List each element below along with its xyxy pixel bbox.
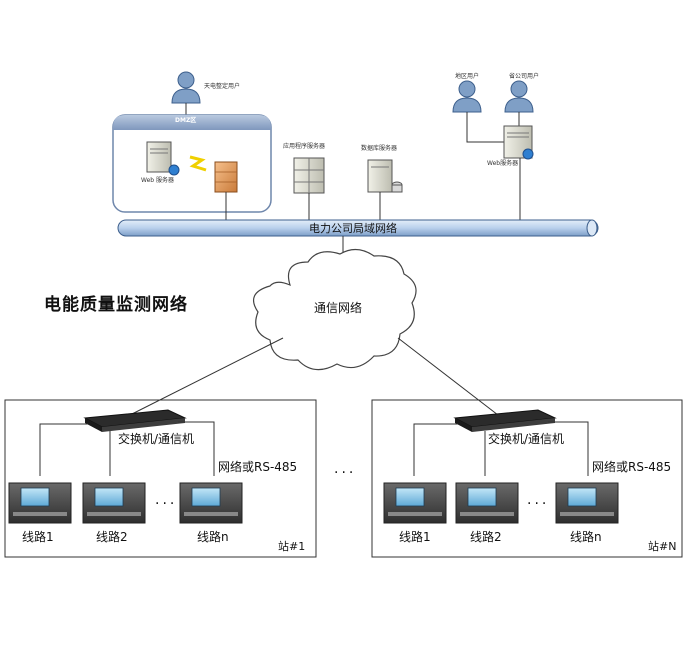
- diagram-title: 电能质量监测网络: [44, 295, 188, 315]
- user-company-icon: [504, 80, 534, 113]
- station1-linen-label: 线路n: [197, 530, 229, 544]
- app-server-icon: [293, 157, 325, 194]
- stationN-line1-link: [413, 423, 458, 476]
- stationN-switch-icon: [453, 409, 557, 432]
- station1-box: [4, 399, 317, 558]
- cloud-stationN-link: [397, 337, 499, 416]
- stationN-linen-label: 线路n: [570, 530, 602, 544]
- station1-devicen-icon: [179, 482, 243, 524]
- lan-bus-label: 电力公司局域网络: [309, 222, 397, 235]
- db-server-label: 数据库服务器: [361, 145, 398, 152]
- stationN-device-ellipsis: ···: [527, 496, 550, 512]
- between-stations-ellipsis: ···: [334, 465, 357, 481]
- stationN-line1-label: 线路1: [399, 530, 431, 544]
- web-server-right-icon: [503, 125, 534, 160]
- station1-linen-link: [178, 421, 215, 476]
- web-server-right-label: Web服务器: [487, 160, 519, 167]
- firewall-icon: [214, 161, 238, 193]
- cloud-station1-link: [129, 337, 284, 416]
- station1-line2-label: 线路2: [96, 530, 128, 544]
- web-server-left-icon: [146, 141, 180, 176]
- stationN-device2-icon: [455, 482, 519, 524]
- station1-device1-icon: [8, 482, 72, 524]
- cloud-icon: [252, 248, 417, 371]
- user-area-icon: [452, 80, 482, 113]
- stationN-line2-label: 线路2: [470, 530, 502, 544]
- stationN-device1-icon: [383, 482, 447, 524]
- web-server-left-label: Web 服务器: [141, 177, 174, 184]
- link-lightning-icon: [189, 155, 207, 172]
- station1-switch-icon: [83, 409, 187, 432]
- station1-line1-label: 线路1: [22, 530, 54, 544]
- stationN-linen-link: [548, 421, 589, 476]
- user-area-link: [466, 112, 504, 143]
- user-top-icon: [171, 71, 201, 104]
- user-top-label: 天电整定用户: [204, 83, 241, 90]
- user-company-label: 省公司用户: [509, 73, 540, 80]
- station1-network-label: 网络或RS-485: [218, 460, 298, 474]
- stationN-label: 站#N: [648, 540, 677, 553]
- station1-label: 站#1: [278, 540, 306, 553]
- user-area-label: 地区用户: [455, 73, 480, 80]
- dmz-zone: [112, 114, 272, 213]
- dmz-label: DMZ区: [175, 117, 197, 124]
- cloud-label: 通信网络: [314, 301, 363, 315]
- stationN-box: [371, 399, 683, 558]
- station1-device-ellipsis: ···: [155, 496, 178, 512]
- app-server-label: 应用程序服务器: [283, 143, 326, 150]
- stationN-devicen-icon: [555, 482, 619, 524]
- stationN-switch-label: 交换机/通信机: [488, 432, 565, 446]
- lan-bus: [117, 219, 599, 237]
- stationN-network-label: 网络或RS-485: [592, 460, 672, 474]
- station1-device2-icon: [82, 482, 146, 524]
- station1-line1-link: [39, 423, 88, 476]
- db-server-icon: [367, 159, 403, 193]
- station1-switch-label: 交换机/通信机: [118, 432, 195, 446]
